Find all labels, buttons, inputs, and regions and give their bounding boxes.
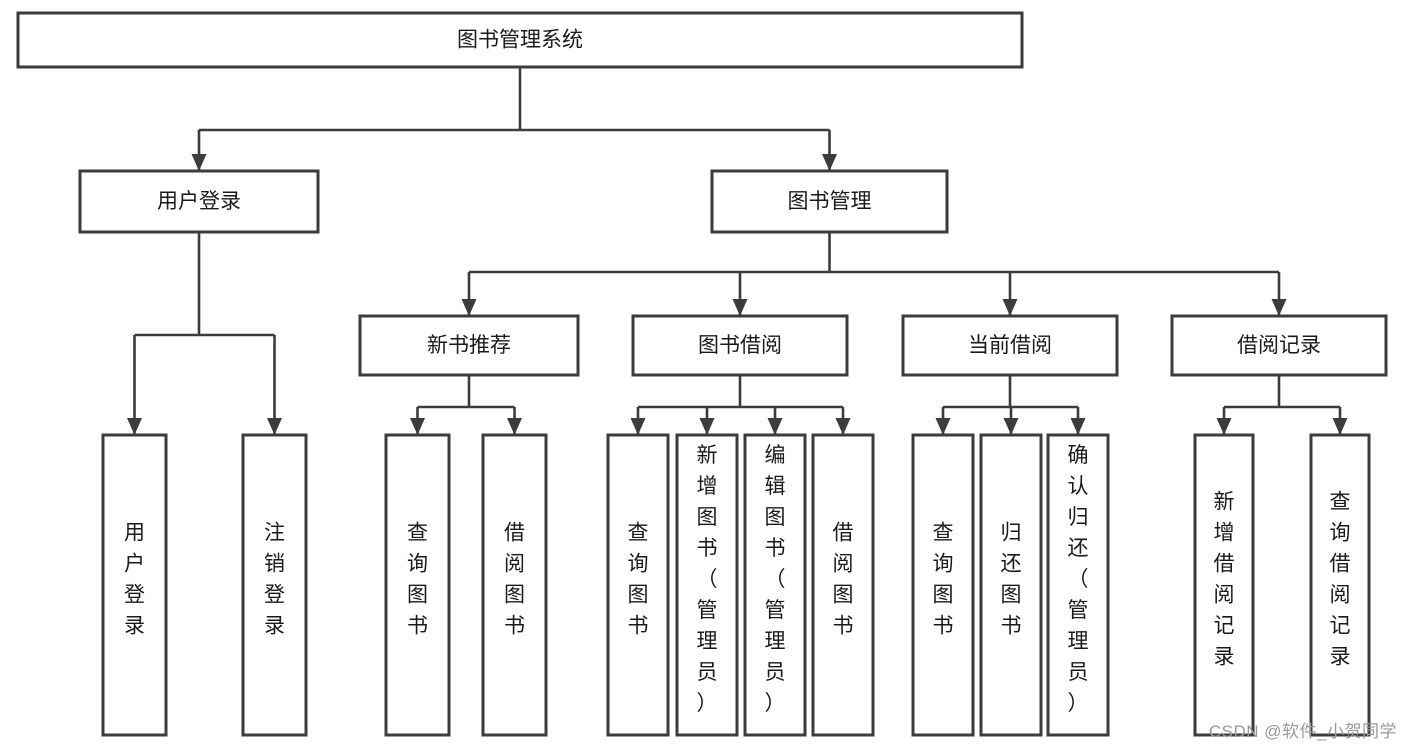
node-leaf-query-book-3-label: 查询图书: [933, 522, 954, 638]
node-leaf-user-logout-label: 注销登录: [264, 522, 285, 638]
connector-arrowhead: [699, 418, 715, 435]
node-book-borrow-box[interactable]: [631, 314, 849, 377]
node-user-login-label: 用户登录: [157, 190, 241, 213]
node-leaf-query-book-1-label: 查询图书: [407, 522, 428, 638]
node-leaf-add-book[interactable]: 新增图书（管理员）: [675, 433, 739, 737]
connector-arrowhead: [1332, 418, 1348, 435]
node-leaf-add-book-label: 新增图书（管理员）: [697, 444, 718, 715]
connector-layer: [127, 67, 1348, 435]
connector-arrowhead: [461, 299, 477, 316]
node-leaf-edit-book-label: 编辑图书（管理员）: [765, 444, 786, 715]
node-leaf-user-login-box[interactable]: [101, 433, 168, 737]
node-leaf-confirm-return-box[interactable]: [1046, 433, 1110, 737]
node-leaf-add-record[interactable]: 新增借阅记录: [1193, 433, 1255, 737]
node-leaf-add-record-label: 新增借阅记录: [1214, 491, 1235, 669]
node-book-borrow-label: 图书借阅: [698, 334, 782, 357]
node-book-borrow[interactable]: 图书借阅: [631, 314, 849, 377]
connector-arrowhead: [935, 418, 951, 435]
connector-arrowhead: [1002, 299, 1018, 316]
node-leaf-user-logout[interactable]: 注销登录: [241, 433, 308, 737]
node-book-manage-box[interactable]: [710, 169, 949, 234]
node-leaf-edit-book-box[interactable]: [743, 433, 807, 737]
connector-arrowhead: [507, 418, 522, 435]
node-leaf-borrow-book-1-box[interactable]: [481, 433, 548, 737]
node-root[interactable]: 图书管理系统: [16, 11, 1024, 69]
node-borrow-record-label: 借阅记录: [1237, 334, 1321, 357]
node-leaf-query-book-1-box[interactable]: [384, 433, 451, 737]
connector-arrowhead: [267, 418, 282, 435]
connector-arrowhead: [767, 418, 783, 435]
node-leaf-borrow-book-2-label: 借阅图书: [833, 522, 854, 638]
node-leaf-query-book-2[interactable]: 查询图书: [606, 433, 670, 737]
connector-arrowhead: [1271, 299, 1287, 316]
connector-arrowhead: [127, 418, 142, 435]
node-leaf-add-record-box[interactable]: [1193, 433, 1255, 737]
node-current-borrow-box[interactable]: [901, 314, 1119, 377]
node-book-manage[interactable]: 图书管理: [710, 169, 949, 234]
node-leaf-query-book-3-box[interactable]: [911, 433, 975, 737]
node-borrow-record-box[interactable]: [1170, 314, 1388, 377]
connector-arrowhead: [191, 154, 207, 171]
node-leaf-return-book-label: 归还图书: [1001, 522, 1022, 638]
connector-arrowhead: [732, 299, 748, 316]
node-leaf-edit-book[interactable]: 编辑图书（管理员）: [743, 433, 807, 737]
node-leaf-query-book-3[interactable]: 查询图书: [911, 433, 975, 737]
node-leaf-borrow-book-1-label: 借阅图书: [504, 522, 525, 638]
node-user-login-box[interactable]: [78, 169, 320, 234]
node-leaf-query-book-2-box[interactable]: [606, 433, 670, 737]
node-new-book-rec[interactable]: 新书推荐: [358, 314, 580, 377]
node-leaf-confirm-return-label: 确认归还（管理员）: [1068, 444, 1089, 715]
node-new-book-rec-box[interactable]: [358, 314, 580, 377]
node-leaf-confirm-return[interactable]: 确认归还（管理员）: [1046, 433, 1110, 737]
node-leaf-borrow-book-1[interactable]: 借阅图书: [481, 433, 548, 737]
node-leaf-return-book-box[interactable]: [979, 433, 1043, 737]
node-leaf-return-book[interactable]: 归还图书: [979, 433, 1043, 737]
connector-arrowhead: [1003, 418, 1019, 435]
connector-arrowhead: [822, 154, 837, 171]
node-leaf-user-login[interactable]: 用户登录: [101, 433, 168, 737]
connector-arrowhead: [835, 418, 851, 435]
node-leaf-query-record-label: 查询借阅记录: [1330, 491, 1351, 669]
node-layer: 图书管理系统用户登录图书管理新书推荐图书借阅当前借阅借阅记录用户登录注销登录查询…: [16, 11, 1388, 737]
node-user-login[interactable]: 用户登录: [78, 169, 320, 234]
node-leaf-query-book-1[interactable]: 查询图书: [384, 433, 451, 737]
connector-arrowhead: [1070, 418, 1086, 435]
node-current-borrow-label: 当前借阅: [968, 334, 1052, 357]
node-leaf-query-book-2-label: 查询图书: [628, 522, 649, 638]
node-leaf-add-book-box[interactable]: [675, 433, 739, 737]
node-book-manage-label: 图书管理: [788, 190, 872, 213]
node-leaf-user-logout-box[interactable]: [241, 433, 308, 737]
node-leaf-query-record-box[interactable]: [1309, 433, 1371, 737]
connector-arrowhead: [410, 418, 425, 435]
node-new-book-rec-label: 新书推荐: [427, 334, 511, 357]
node-root-box[interactable]: [16, 11, 1024, 69]
node-current-borrow[interactable]: 当前借阅: [901, 314, 1119, 377]
node-root-label: 图书管理系统: [457, 29, 583, 52]
node-leaf-borrow-book-2-box[interactable]: [811, 433, 875, 737]
node-leaf-query-record[interactable]: 查询借阅记录: [1309, 433, 1371, 737]
connector-arrowhead: [630, 418, 646, 435]
node-borrow-record[interactable]: 借阅记录: [1170, 314, 1388, 377]
node-leaf-user-login-label: 用户登录: [124, 522, 145, 638]
node-leaf-borrow-book-2[interactable]: 借阅图书: [811, 433, 875, 737]
connector-arrowhead: [1216, 418, 1232, 435]
